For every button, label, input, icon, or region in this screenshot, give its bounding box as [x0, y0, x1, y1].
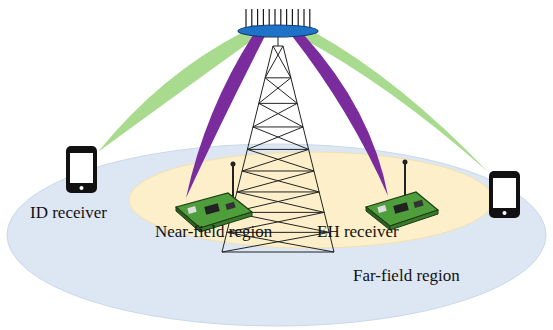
phone-icon: [66, 146, 97, 193]
receiver-label: EH receiver: [317, 222, 399, 242]
near-field-region: Near-field region: [128, 151, 494, 249]
region-label: Far-field region: [353, 266, 460, 286]
region-outline: [6, 143, 547, 327]
far-field-region: Near-field regionFar-field region: [6, 143, 547, 327]
receiver-label: ID receiver: [30, 203, 107, 223]
region-label: Near-field region: [155, 222, 272, 242]
antenna-array: [238, 9, 318, 37]
phone-icon: [489, 171, 520, 218]
